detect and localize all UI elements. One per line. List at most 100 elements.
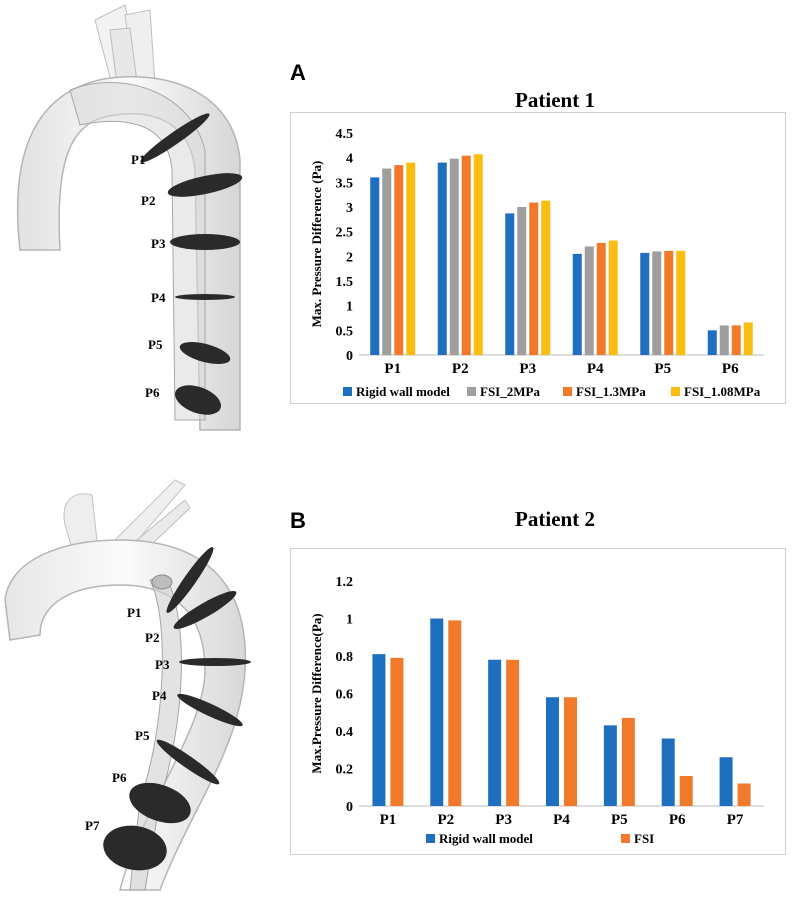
- bar-fsi-p1: [390, 657, 404, 806]
- x-tick-label: P4: [553, 812, 570, 828]
- legend-swatch: [426, 834, 435, 843]
- plane-label-p3: P3: [155, 657, 170, 672]
- legend-swatch: [563, 387, 572, 396]
- bar-fsi-1-3mpa-p6: [731, 325, 741, 355]
- plane-label-p6: P6: [112, 770, 127, 785]
- bar-fsi-1-08mpa-p5: [676, 250, 686, 355]
- bar-rigid-wall-model-p6: [661, 738, 675, 806]
- y-tick-label: 1: [346, 613, 353, 628]
- bar-rigid-wall-model-p7: [719, 757, 733, 806]
- bar-rigid-wall-model-p4: [572, 253, 582, 355]
- x-tick-label: P4: [587, 361, 604, 377]
- chart-b-title: Patient 2: [515, 507, 595, 531]
- y-tick-label: 0.6: [336, 688, 354, 703]
- legend-swatch: [621, 834, 630, 843]
- x-tick-label: P7: [727, 812, 744, 828]
- bar-fsi-p7: [737, 783, 751, 806]
- plane-label-p4: P4: [151, 290, 166, 305]
- plane-label-p2: P2: [141, 193, 156, 208]
- plane-label-p1: P1: [127, 605, 142, 620]
- plane-p4: [177, 693, 243, 727]
- legend-label: FSI_1.3MPa: [576, 384, 646, 399]
- bar-fsi-2mpa-p6: [719, 325, 729, 355]
- chart-a: Max. Pressure Difference (Pa)00.511.522.…: [309, 127, 764, 399]
- aorta-model-a: P1 P2 P3 P4 P5 P6: [0, 0, 280, 460]
- x-tick-label: P6: [669, 812, 686, 828]
- plane-label-p6: P6: [145, 385, 160, 400]
- chart-a-title: Patient 1: [515, 88, 595, 112]
- plane-p2: [173, 591, 237, 629]
- y-tick-label: 1.2: [336, 575, 354, 590]
- x-tick-label: P2: [452, 361, 469, 377]
- plane-label-p2: P2: [145, 630, 160, 645]
- plane-p6: [129, 782, 191, 824]
- y-tick-label: 3: [346, 201, 353, 216]
- plane-p4: [175, 294, 235, 300]
- plane-label-p5: P5: [135, 728, 150, 743]
- bar-fsi-1-08mpa-p1: [406, 162, 416, 355]
- bar-rigid-wall-model-p3: [488, 659, 502, 806]
- x-tick-label: P5: [611, 812, 628, 828]
- plane-label-p5: P5: [148, 337, 163, 352]
- bar-fsi-1-08mpa-p2: [473, 154, 483, 355]
- bar-fsi-2mpa-p4: [584, 246, 594, 355]
- plane-p3: [170, 234, 240, 250]
- legend-label: Rigid wall model: [356, 384, 450, 399]
- plane-p7: [103, 825, 167, 871]
- bar-fsi-2mpa-p3: [517, 207, 527, 355]
- x-tick-label: P5: [654, 361, 671, 377]
- plane-p1: [166, 547, 214, 613]
- aorta-a-illustration: [16, 4, 243, 431]
- y-axis-label: Max. Pressure Difference (Pa): [309, 161, 324, 328]
- bar-fsi-1-3mpa-p2: [461, 155, 471, 355]
- y-tick-label: 1: [346, 300, 353, 315]
- plane-p6: [175, 385, 221, 415]
- bar-fsi-p5: [621, 717, 635, 806]
- bar-fsi-p3: [506, 659, 520, 806]
- y-tick-label: 4: [346, 152, 353, 167]
- legend-label: FSI_1.08MPa: [684, 384, 761, 399]
- x-tick-label: P1: [380, 812, 397, 828]
- bar-rigid-wall-model-p1: [370, 177, 380, 355]
- bar-fsi-1-08mpa-p3: [541, 200, 551, 355]
- chart-b: Max.Pressure Difference(Pa)00.20.40.60.8…: [309, 575, 764, 846]
- bar-fsi-1-08mpa-p6: [743, 322, 753, 355]
- panel-b-letter: B: [290, 508, 306, 533]
- bar-fsi-1-3mpa-p3: [529, 202, 539, 355]
- y-tick-label: 3.5: [336, 176, 354, 191]
- bar-fsi-1-3mpa-p1: [394, 165, 404, 355]
- bar-rigid-wall-model-p1: [372, 654, 386, 806]
- x-tick-label: P2: [437, 812, 454, 828]
- x-tick-label: P3: [519, 361, 536, 377]
- plane-p1: [140, 113, 210, 163]
- y-tick-label: 0.2: [336, 763, 354, 778]
- y-tick-label: 0.5: [336, 324, 354, 339]
- bar-rigid-wall-model-p3: [505, 213, 515, 355]
- bar-fsi-1-08mpa-p4: [608, 240, 618, 355]
- plane-label-p1: P1: [131, 152, 146, 167]
- plane-p2: [167, 173, 243, 197]
- bar-fsi-1-3mpa-p4: [596, 243, 606, 355]
- plane-p3: [179, 658, 251, 666]
- x-tick-label: P1: [384, 361, 401, 377]
- legend-label: FSI_2MPa: [480, 384, 540, 399]
- bar-rigid-wall-model-p6: [707, 330, 717, 355]
- y-tick-label: 1.5: [336, 275, 354, 290]
- bar-rigid-wall-model-p2: [437, 162, 447, 355]
- legend-swatch: [671, 387, 680, 396]
- aorta-model-b: P1 P2 P3 P4 P5 P6 P7: [0, 470, 280, 900]
- panel-a-letter: A: [290, 60, 306, 85]
- bar-rigid-wall-model-p5: [603, 725, 617, 806]
- bar-fsi-1-3mpa-p5: [664, 250, 674, 355]
- legend-label: Rigid wall model: [439, 831, 533, 846]
- bar-fsi-p6: [679, 776, 693, 806]
- bar-fsi-p2: [448, 620, 462, 806]
- y-tick-label: 4.5: [336, 127, 354, 142]
- aorta-b-illustration: [4, 479, 251, 891]
- x-tick-label: P6: [722, 361, 739, 377]
- legend-swatch: [343, 387, 352, 396]
- y-tick-label: 0: [346, 349, 353, 364]
- y-tick-label: 2.5: [336, 226, 354, 241]
